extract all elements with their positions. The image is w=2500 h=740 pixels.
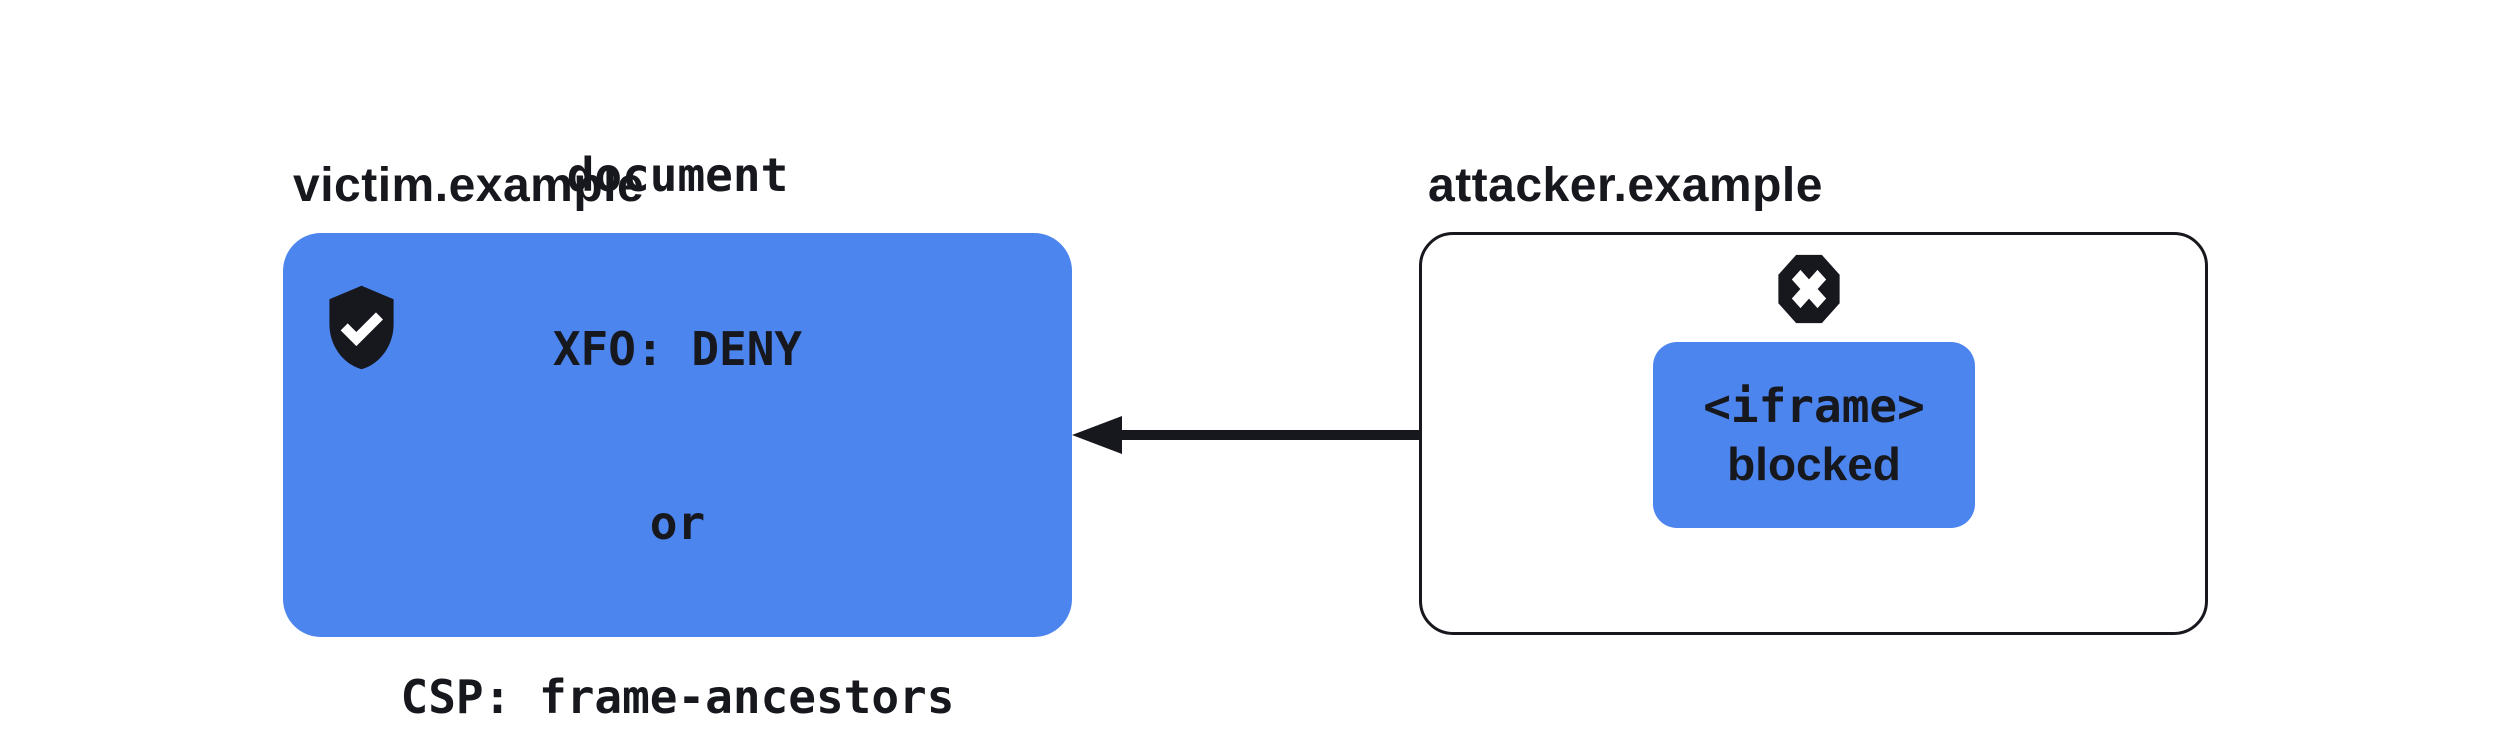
attacker-domain-label: attacker.example: [1428, 159, 1823, 212]
victim-box-text: document XFO: DENY or CSP: frame-ancesto…: [401, 30, 955, 740]
iframe-code-label: <iframe>: [1703, 379, 1925, 433]
victim-box-line: XFO: DENY: [552, 322, 803, 376]
victim-domain-label: victim.example: [293, 159, 645, 212]
shield-check-icon: [323, 280, 400, 375]
victim-document-box: document XFO: DENY or CSP: frame-ancesto…: [283, 148, 1072, 724]
victim-box-line: document: [566, 148, 789, 202]
blocked-request-arrow-head: [1072, 416, 1122, 454]
iframe-status-label: blocked: [1727, 438, 1901, 490]
victim-box-line: CSP: frame-ancestors: [400, 670, 955, 724]
victim-box-line: or: [649, 496, 706, 550]
iframe-blocked-box: <iframe> blocked: [1653, 342, 1975, 528]
blocked-octagon-icon: [1774, 250, 1844, 328]
blocked-request-arrow-line: [1115, 430, 1655, 440]
